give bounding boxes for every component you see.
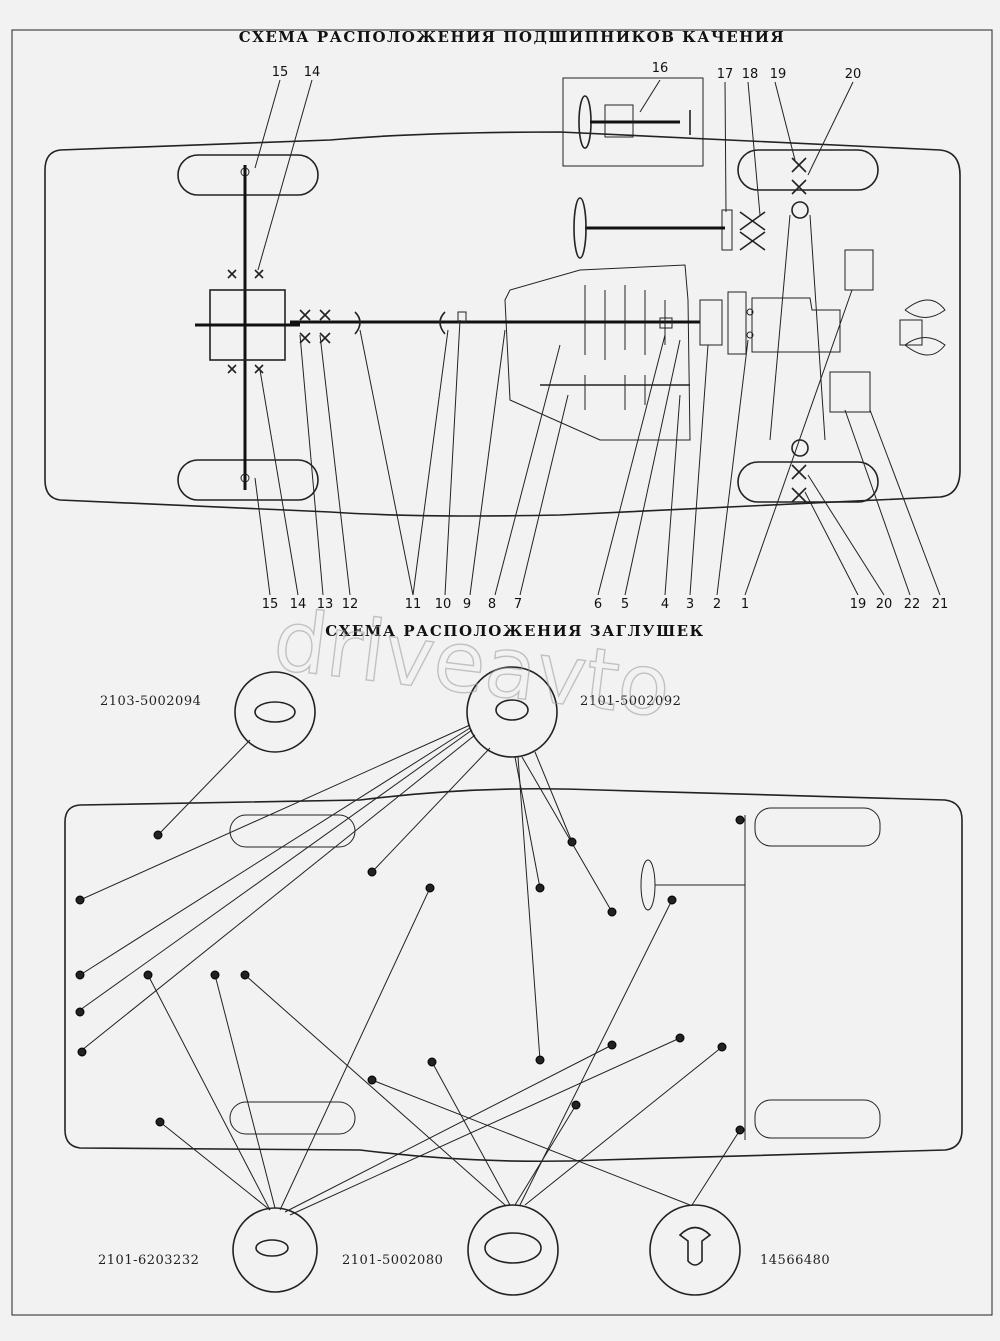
plug-shape-5 xyxy=(678,1226,712,1266)
inset-steering xyxy=(562,77,704,167)
wheel-arch-front-bottom xyxy=(754,1099,881,1139)
label-10: 10 xyxy=(435,597,452,612)
crank-bearing-2 xyxy=(746,331,754,339)
label-19-top: 19 xyxy=(770,67,787,82)
plug-shape-2 xyxy=(495,699,529,721)
steering-bearing-17 xyxy=(721,209,733,251)
part-number-4: 2101-5002080 xyxy=(342,1253,443,1268)
label-15-top: 15 xyxy=(272,65,289,80)
wheel-arch-rear-bottom xyxy=(229,1101,356,1135)
plug-markers xyxy=(75,815,745,1135)
gearbox-housing xyxy=(504,264,691,441)
plug-detail-2103-5002094 xyxy=(234,671,316,753)
support-bearing xyxy=(457,311,467,323)
diff-bearings xyxy=(227,269,264,374)
gearbox-gears xyxy=(584,285,666,410)
label-1: 1 xyxy=(741,597,749,612)
steering-bearing-18 xyxy=(739,211,766,251)
wheel-front-right xyxy=(737,461,879,503)
pinion-bearings xyxy=(299,309,331,344)
page-frame xyxy=(11,29,993,1316)
wheel-rear-right xyxy=(177,459,319,501)
label-11: 11 xyxy=(405,597,422,612)
front-strut-top xyxy=(791,201,809,219)
flywheel xyxy=(727,291,747,355)
crank-bearing-1 xyxy=(746,308,754,316)
plug-shape-4 xyxy=(484,1232,542,1264)
rear-hub-bearing-bottom xyxy=(240,473,250,483)
front-arm-left xyxy=(769,214,791,441)
label-6: 6 xyxy=(594,597,602,612)
part-number-3: 2101-6203232 xyxy=(98,1253,199,1268)
plug-detail-14566480 xyxy=(649,1204,741,1296)
label-13: 13 xyxy=(317,597,334,612)
label-14-top: 14 xyxy=(304,65,321,80)
label-3: 3 xyxy=(686,597,694,612)
label-9: 9 xyxy=(463,597,471,612)
label-19-bottom: 19 xyxy=(850,597,867,612)
bottom-leaders xyxy=(254,289,941,596)
inset-steering-wheel xyxy=(578,95,592,149)
label-17: 17 xyxy=(717,67,734,82)
car-body-top xyxy=(44,131,961,517)
label-16: 16 xyxy=(652,61,669,76)
wheel-arch-rear-top xyxy=(229,814,356,848)
gearbox-bearing xyxy=(659,317,673,329)
top-label-group: 15 14 16 17 18 19 20 xyxy=(272,61,862,82)
label-4: 4 xyxy=(661,597,669,612)
label-7: 7 xyxy=(514,597,522,612)
fan xyxy=(904,299,946,356)
plug-detail-2101-6203232 xyxy=(232,1207,318,1293)
top-leaders xyxy=(254,79,854,271)
wheel-rear-left xyxy=(177,154,319,196)
label-22: 22 xyxy=(904,597,921,612)
plug-detail-2101-5002092 xyxy=(466,666,558,758)
pump-bearing-box xyxy=(829,371,871,413)
plug-leaders-bottom xyxy=(147,887,741,1216)
label-5: 5 xyxy=(621,597,629,612)
label-8: 8 xyxy=(488,597,496,612)
wheel-front-left xyxy=(737,149,879,191)
label-20-bottom: 20 xyxy=(876,597,893,612)
front-strut-bottom xyxy=(791,439,809,457)
steering-wheel xyxy=(573,197,587,259)
label-12: 12 xyxy=(342,597,359,612)
fan-hub xyxy=(899,319,923,346)
bottom-label-group: 15 14 13 12 11 10 9 8 7 6 5 4 3 2 1 19 2… xyxy=(262,597,949,612)
label-20-top: 20 xyxy=(845,67,862,82)
plug-leaders-top xyxy=(79,724,613,1061)
bearings-title: СХЕМА РАСПОЛОЖЕНИЯ ПОДШИПНИКОВ КАЧЕНИЯ xyxy=(239,28,785,46)
plug-shape-1 xyxy=(254,701,296,723)
clutch-housing xyxy=(699,299,723,346)
label-15-bottom: 15 xyxy=(262,597,279,612)
plugs-title: СХЕМА РАСПОЛОЖЕНИЯ ЗАГЛУШЕК xyxy=(325,622,704,640)
part-number-1: 2103-5002094 xyxy=(100,694,201,709)
front-arm-right xyxy=(809,214,826,441)
universal-joint-rear xyxy=(354,311,361,335)
plug-shape-3 xyxy=(255,1239,289,1257)
watermark: driveavto xyxy=(269,591,676,737)
engine-block xyxy=(751,297,841,353)
rear-hub-bearing-top xyxy=(240,167,250,177)
inset-bearings xyxy=(604,104,634,138)
label-14-bottom: 14 xyxy=(290,597,307,612)
wheel-arch-front-top xyxy=(754,807,881,847)
floor-steering-wheel xyxy=(640,859,656,911)
label-2: 2 xyxy=(713,597,721,612)
label-21: 21 xyxy=(932,597,949,612)
universal-joint-front xyxy=(439,311,446,335)
car-floor-outline xyxy=(64,787,963,1163)
part-number-2: 2101-5002092 xyxy=(580,694,681,709)
part-number-5: 14566480 xyxy=(760,1253,830,1268)
label-18: 18 xyxy=(742,67,759,82)
generator-bearing-box xyxy=(844,249,874,291)
front-hub-bearings xyxy=(791,157,807,503)
plug-detail-2101-5002080 xyxy=(467,1204,559,1296)
